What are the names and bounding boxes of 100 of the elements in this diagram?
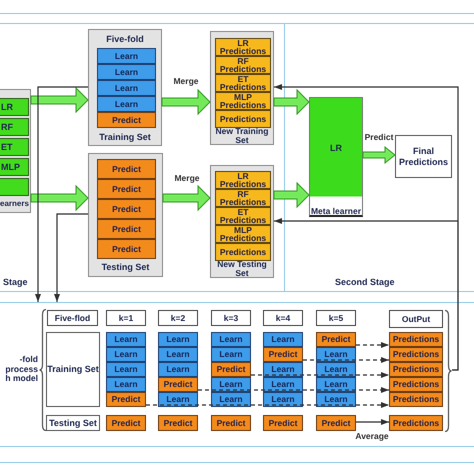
learn-block: Learn <box>158 392 198 407</box>
learn-block: Learn <box>106 347 146 362</box>
prediction-block: Predictions <box>215 110 271 128</box>
dashed-arrow <box>146 402 389 408</box>
prediction-block: RF Predictions <box>215 56 271 74</box>
arrow <box>54 213 88 302</box>
prediction-block: MLP Predictions <box>215 92 271 110</box>
learn-block: Learn <box>316 362 356 377</box>
set-label: New Training Set <box>216 126 268 144</box>
prediction-block: Predictions <box>389 347 443 362</box>
testing-set-panel <box>88 153 163 277</box>
learn-block: Learn <box>316 347 356 362</box>
model-block <box>0 178 29 196</box>
prediction-block: ET Predictions <box>215 207 271 225</box>
predict-block: Predict <box>97 159 156 179</box>
column-header: k=4 <box>263 310 303 326</box>
predict-block: Predict <box>97 112 156 128</box>
panel-label: earners <box>0 199 29 208</box>
dashed-arrow <box>303 357 389 363</box>
arrow <box>35 86 88 302</box>
second-stage-panel <box>285 23 474 292</box>
process-label: -fold process h model <box>5 354 38 383</box>
prediction-block: Predictions <box>215 243 271 261</box>
column-header: k=5 <box>316 310 356 326</box>
learn-block: Learn <box>97 48 156 64</box>
prediction-block: LR Predictions <box>215 171 271 189</box>
block-arrow <box>30 86 89 114</box>
edge-label: Average <box>354 431 390 441</box>
predict-block: Predict <box>316 415 356 431</box>
prediction-block: MLP Predictions <box>215 225 271 243</box>
learn-block: Learn <box>263 332 303 347</box>
model-block: MLP <box>0 158 29 176</box>
learn-block: Learn <box>211 377 251 392</box>
edge-label: Merge <box>173 173 201 183</box>
learn-block: Learn <box>97 96 156 112</box>
block-arrow <box>162 88 211 116</box>
predict-block: Predict <box>158 377 198 392</box>
meta-learner-block <box>309 97 363 217</box>
predict-block: Predict <box>316 332 356 347</box>
edge-label: Merge <box>172 76 200 86</box>
cross-validation-panel <box>0 302 474 447</box>
set-label: New Testing Set <box>217 259 267 278</box>
column-header: OutPut <box>389 310 443 328</box>
learn-block: Learn <box>97 80 156 96</box>
block-arrow <box>274 88 310 116</box>
prediction-block: ET Predictions <box>215 74 271 92</box>
stage-label: Stage <box>3 277 28 287</box>
training-set-block: Training Set <box>46 332 100 407</box>
block-arrow <box>162 184 211 212</box>
fold-heading: Five-fold <box>106 34 144 44</box>
curly-brace <box>445 310 452 432</box>
model-label: LR <box>330 143 342 153</box>
predict-block: Predict <box>106 392 146 407</box>
prediction-block: Predictions <box>389 415 443 431</box>
prediction-block: RF Predictions <box>215 189 271 207</box>
learn-block: Learn <box>211 347 251 362</box>
learn-block: Learn <box>263 377 303 392</box>
learn-block: Learn <box>106 377 146 392</box>
learn-block: Learn <box>263 362 303 377</box>
prediction-block: LR Predictions <box>215 38 271 56</box>
predict-block: Predict <box>97 239 156 259</box>
column-header: Five-flod <box>47 310 98 326</box>
model-block: RF <box>0 118 29 136</box>
base-learners-panel <box>0 89 31 213</box>
stage-label: Second Stage <box>335 277 395 287</box>
learn-block: Learn <box>106 362 146 377</box>
predict-block: Predict <box>211 415 251 431</box>
prediction-block: Predictions <box>389 377 443 392</box>
arrow <box>356 419 389 425</box>
block-arrow <box>30 184 89 212</box>
arrow <box>274 218 459 371</box>
dashed-arrow <box>251 372 389 378</box>
predict-block: Predict <box>263 347 303 362</box>
learn-block: Learn <box>158 332 198 347</box>
dashed-arrow <box>198 387 389 393</box>
learn-block: Learn <box>211 392 251 407</box>
new-training-set-panel <box>210 31 274 145</box>
predict-block: Predict <box>263 415 303 431</box>
predict-block: Predict <box>97 219 156 239</box>
model-block: LR <box>0 98 29 116</box>
predict-block: Predict <box>211 362 251 377</box>
learn-block: Learn <box>158 347 198 362</box>
final-predictions-block: Final Predictions <box>395 135 452 178</box>
learn-block: Learn <box>158 362 198 377</box>
predict-block: Predict <box>106 415 146 431</box>
set-label: Training Set <box>99 132 151 142</box>
block-arrow <box>274 182 310 208</box>
learn-block: Learn <box>211 332 251 347</box>
prediction-block: Predictions <box>389 332 443 347</box>
edge-label: Predict <box>364 132 394 142</box>
first-stage-panel <box>0 23 285 292</box>
meta-learner-label: Meta learner <box>310 206 362 216</box>
column-header: k=1 <box>106 310 146 326</box>
learn-block: Learn <box>263 392 303 407</box>
learn-block: Learn <box>316 377 356 392</box>
dashed-arrow <box>356 342 389 348</box>
set-label: Testing Set <box>102 262 150 272</box>
predict-block: Predict <box>158 415 198 431</box>
column-header: k=3 <box>211 310 251 326</box>
learn-block: Learn <box>97 64 156 80</box>
